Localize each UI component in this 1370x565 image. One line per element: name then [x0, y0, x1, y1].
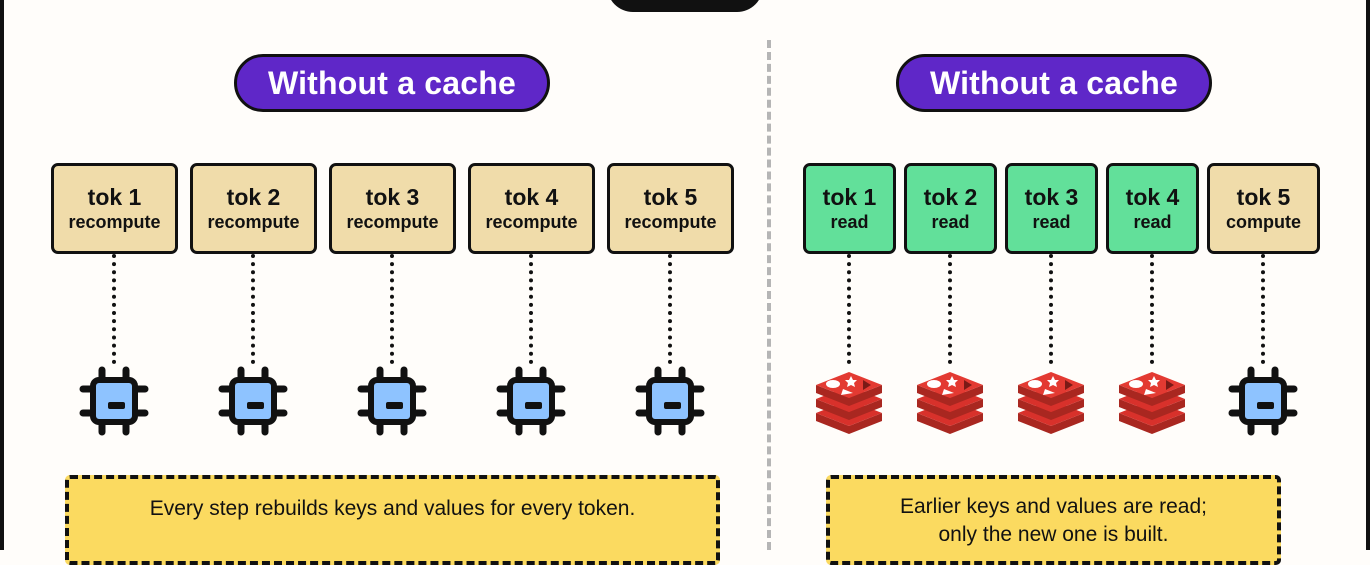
- right-token-3: tok 3 read: [1005, 163, 1098, 254]
- token-action: recompute: [624, 211, 717, 232]
- right-note-line-2: only the new one is built.: [938, 523, 1169, 546]
- chip-icon: [493, 363, 569, 439]
- left-token-2: tok 2 recompute: [190, 163, 317, 254]
- right-note-line-1: Earlier keys and values are read;: [900, 495, 1207, 518]
- redis-cache-icon: [811, 363, 887, 439]
- redis-cache-icon: [912, 363, 988, 439]
- token-name: tok 5: [643, 183, 698, 210]
- token-name: tok 3: [365, 183, 420, 210]
- left-connector-3: [390, 254, 394, 364]
- left-connector-5: [668, 254, 672, 364]
- right-connector-2: [948, 254, 952, 364]
- token-name: tok 1: [87, 183, 142, 210]
- top-tab: [607, 0, 763, 12]
- token-name: tok 1: [822, 183, 877, 210]
- chip-icon: [76, 363, 152, 439]
- left-token-3: tok 3 recompute: [329, 163, 456, 254]
- token-name: tok 2: [226, 183, 281, 210]
- right-token-5: tok 5 compute: [1207, 163, 1320, 254]
- chip-icon: [354, 363, 430, 439]
- frame-left-border: [0, 0, 4, 550]
- chip-icon: [1225, 363, 1301, 439]
- token-action: read: [931, 211, 970, 232]
- frame-right-border: [1366, 0, 1370, 550]
- right-connector-1: [847, 254, 851, 364]
- token-name: tok 2: [923, 183, 978, 210]
- token-action: read: [1032, 211, 1071, 232]
- chip-icon: [215, 363, 291, 439]
- token-name: tok 3: [1024, 183, 1079, 210]
- right-token-2: tok 2 read: [904, 163, 997, 254]
- token-action: read: [830, 211, 869, 232]
- right-token-4: tok 4 read: [1106, 163, 1199, 254]
- left-token-5: tok 5 recompute: [607, 163, 734, 254]
- token-action: recompute: [68, 211, 161, 232]
- left-note: Every step rebuilds keys and values for …: [65, 475, 720, 565]
- panel-divider: [767, 40, 771, 550]
- token-action: recompute: [346, 211, 439, 232]
- left-connector-4: [529, 254, 533, 364]
- token-action: recompute: [485, 211, 578, 232]
- redis-cache-icon: [1013, 363, 1089, 439]
- redis-cache-icon: [1114, 363, 1190, 439]
- right-connector-5: [1261, 254, 1265, 364]
- right-note: Earlier keys and values are read; only t…: [826, 475, 1281, 565]
- right-panel-title: Without a cache: [896, 54, 1212, 112]
- token-name: tok 4: [504, 183, 559, 210]
- token-action: compute: [1225, 211, 1301, 232]
- right-connector-4: [1150, 254, 1154, 364]
- left-panel-title: Without a cache: [234, 54, 550, 112]
- right-connector-3: [1049, 254, 1053, 364]
- token-name: tok 5: [1236, 183, 1291, 210]
- left-connector-1: [112, 254, 116, 364]
- token-name: tok 4: [1125, 183, 1180, 210]
- left-token-1: tok 1 recompute: [51, 163, 178, 254]
- token-action: recompute: [207, 211, 300, 232]
- left-note-text: Every step rebuilds keys and values for …: [149, 497, 636, 520]
- chip-icon: [632, 363, 708, 439]
- right-token-1: tok 1 read: [803, 163, 896, 254]
- left-token-4: tok 4 recompute: [468, 163, 595, 254]
- left-connector-2: [251, 254, 255, 364]
- token-action: read: [1133, 211, 1172, 232]
